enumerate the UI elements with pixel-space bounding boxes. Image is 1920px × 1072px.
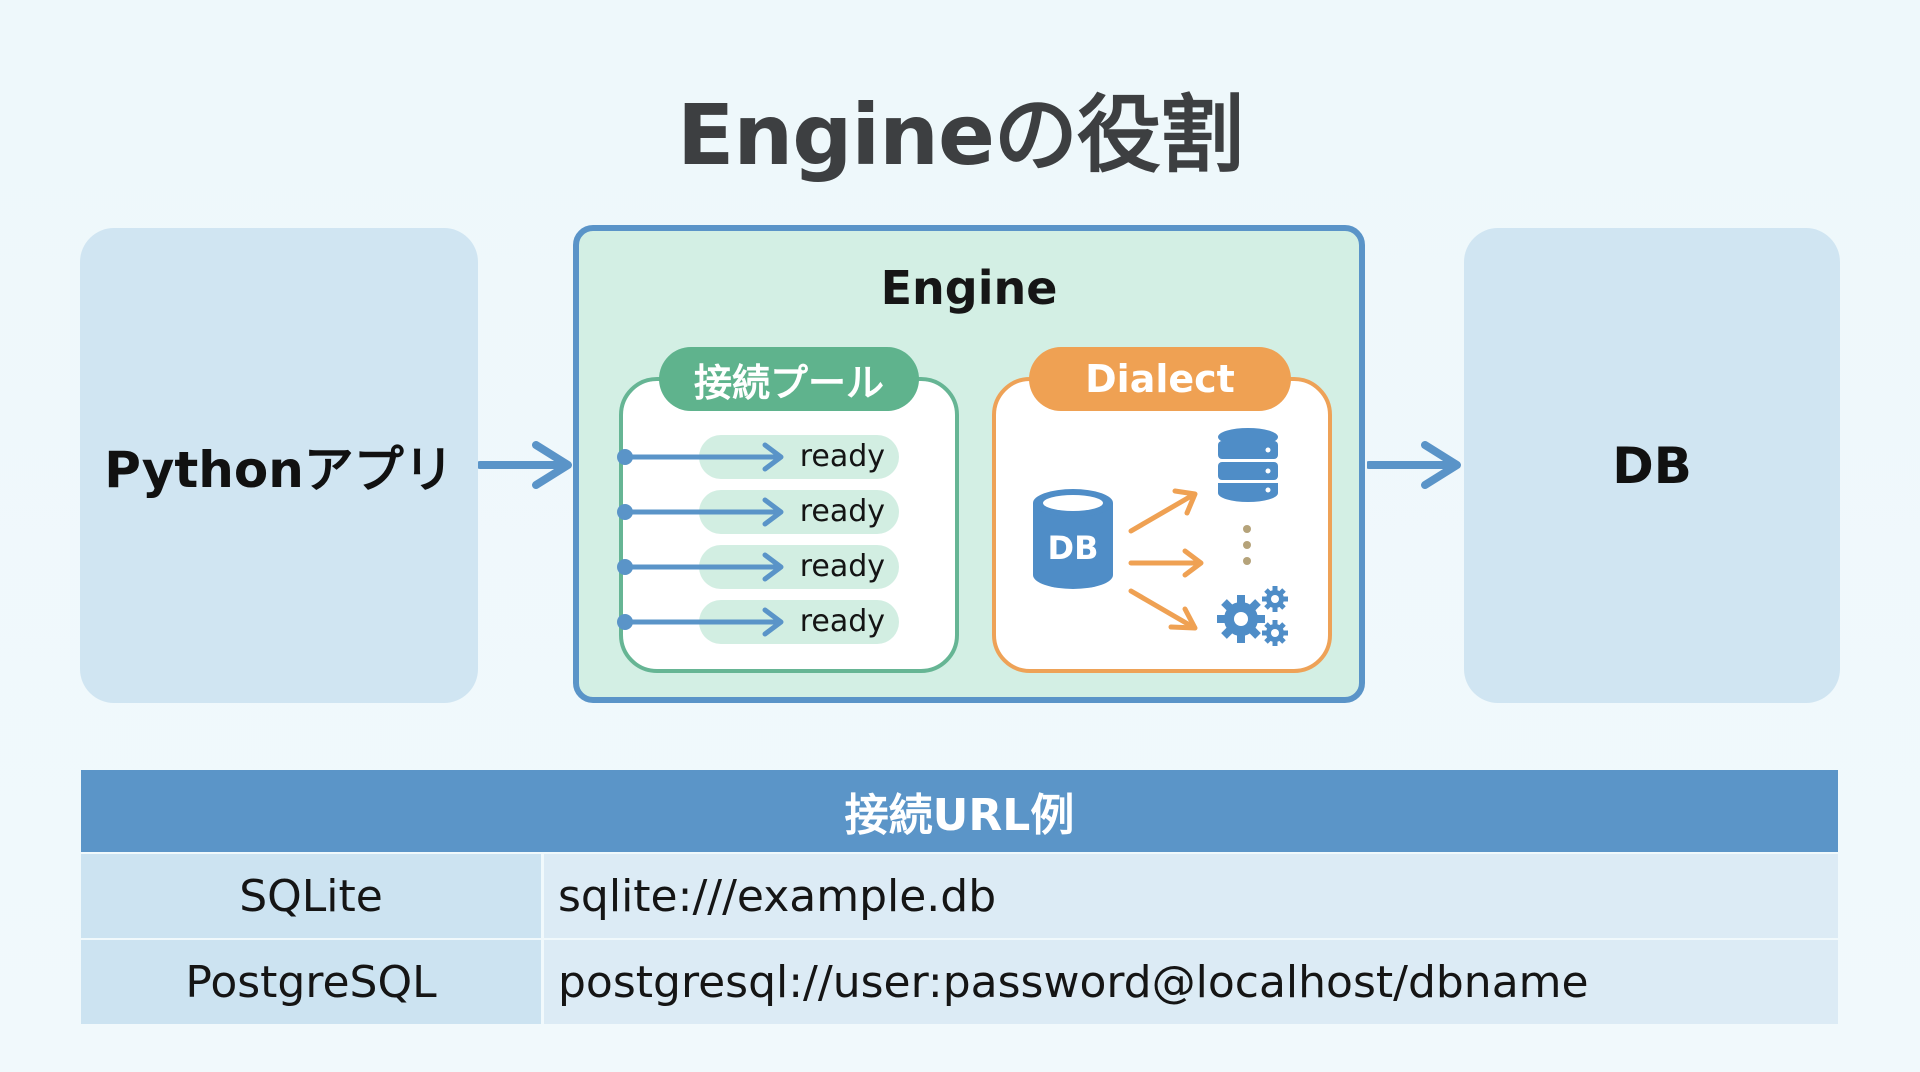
url-cell: sqlite:///example.db: [544, 854, 1838, 938]
db-box: DB: [1464, 228, 1840, 703]
svg-text:DB: DB: [1048, 529, 1099, 567]
engine-label: Engine: [880, 261, 1058, 315]
page-title: Engineの役割: [677, 86, 1244, 184]
dialect-label: Dialect: [1029, 347, 1291, 411]
connection-pool-label: 接続プール: [659, 347, 919, 411]
db-name-cell: PostgreSQL: [81, 940, 541, 1024]
table-header: 接続URL例: [81, 770, 1838, 852]
connection-arrow-icon: [617, 607, 784, 637]
connection-url-table: 接続URL例 SQLite sqlite:///example.db Postg…: [81, 770, 1838, 1024]
connection-row: ready: [615, 435, 899, 479]
url-cell: postgresql://user:password@localhost/dbn…: [544, 940, 1838, 1024]
connection-row: ready: [615, 600, 899, 644]
connection-arrow-icon: [617, 442, 784, 472]
arrow-app-to-engine-icon: [478, 441, 572, 489]
dialect-mapping-arrows-icon: [1128, 488, 1204, 631]
connection-status: ready: [799, 494, 885, 529]
python-app-label: Pythonアプリ: [104, 440, 454, 499]
python-app-box: Pythonアプリ: [80, 228, 478, 703]
db-name-cell: SQLite: [81, 854, 541, 938]
connection-status: ready: [799, 549, 885, 584]
table-row: SQLite sqlite:///example.db: [81, 854, 1838, 938]
database-stack-icon: [1218, 428, 1278, 502]
connection-row: ready: [615, 545, 899, 589]
gears-icon: [1217, 586, 1288, 646]
connection-status: ready: [799, 604, 885, 639]
database-cylinder-icon: DB: [1033, 489, 1113, 589]
connection-status: ready: [799, 439, 885, 474]
engine-box: Engine 接続プール ready ready ready: [573, 225, 1365, 703]
arrow-engine-to-db-icon: [1367, 441, 1461, 489]
table-row: PostgreSQL postgresql://user:password@lo…: [81, 940, 1838, 1024]
connection-arrow-icon: [617, 497, 784, 527]
connection-row: ready: [615, 490, 899, 534]
db-label: DB: [1612, 436, 1692, 495]
ellipsis-icon: [1243, 525, 1251, 565]
connection-arrow-icon: [617, 552, 784, 582]
